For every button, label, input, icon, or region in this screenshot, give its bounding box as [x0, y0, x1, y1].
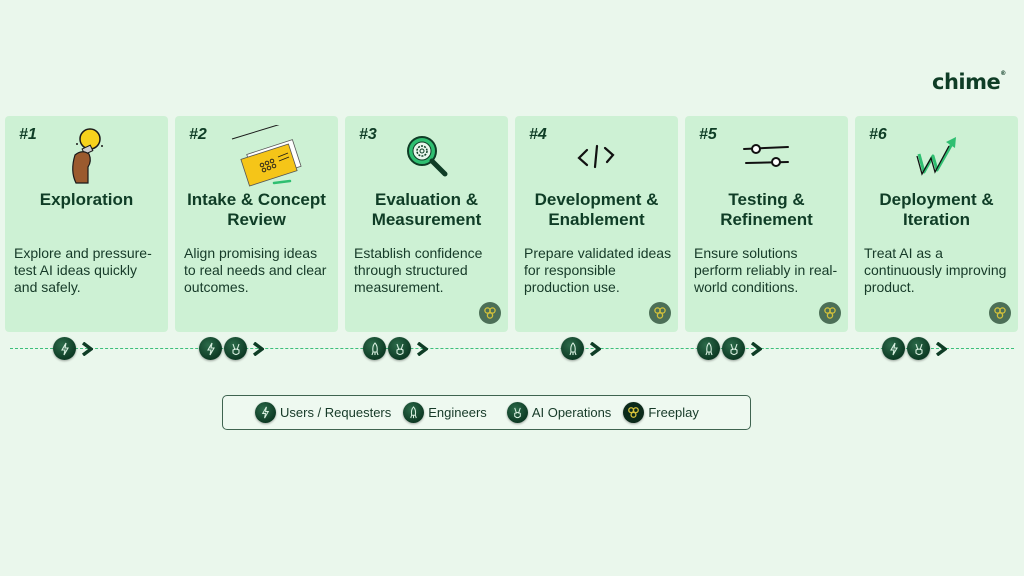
legend-label: Freeplay — [648, 405, 699, 420]
stage-description: Ensure solutions perform reliably in rea… — [694, 245, 838, 295]
legend-item-engineers: Engineers — [403, 402, 487, 423]
stage-card-intake: #2 Intake & Concept Review Align promisi… — [175, 116, 338, 332]
timeline-dashed-line — [10, 348, 1014, 349]
freeplay-rings-icon — [994, 307, 1006, 319]
freeplay-rings-icon — [654, 307, 666, 319]
timeline-node-4 — [561, 337, 601, 360]
chevron-right-icon — [81, 341, 93, 356]
legend-item-users: Users / Requesters — [255, 402, 391, 423]
stage-description: Treat AI as a continuously improving pro… — [864, 245, 1007, 295]
stage-description: Align promising ideas to real needs and … — [184, 245, 327, 295]
stage-description: Explore and pressure-test AI ideas quick… — [14, 245, 152, 295]
timeline-node-2 — [199, 337, 264, 360]
rocket-icon — [363, 337, 386, 360]
stage-cards: #1 Exploration Explore and pressure-test… — [5, 116, 1018, 332]
timeline-node-6 — [882, 337, 947, 360]
chevron-right-icon — [416, 341, 428, 356]
peace-hand-icon — [722, 337, 745, 360]
chime-logo: chime® — [932, 70, 1006, 94]
magnifier-gear-icon — [345, 124, 508, 188]
stage-title: Deployment & Iteration — [879, 190, 994, 229]
stage-title: Testing & Refinement — [720, 190, 813, 229]
freeplay-rings-icon — [623, 402, 645, 423]
freeplay-rings-icon — [484, 307, 496, 319]
timeline-node-5 — [697, 337, 762, 360]
legend-item-ai-operations: AI Operations — [506, 402, 612, 423]
legend-label: AI Operations — [531, 405, 612, 420]
chevron-right-icon — [935, 341, 947, 356]
lightning-icon — [199, 337, 222, 360]
peace-hand-icon — [224, 337, 247, 360]
legend-label: Users / Requesters — [280, 405, 392, 420]
stage-number: #2 — [189, 126, 207, 143]
roles-legend: Users / Requesters Engineers AI Operatio… — [222, 395, 751, 430]
stage-card-exploration: #1 Exploration Explore and pressure-test… — [5, 116, 168, 332]
stage-number: #6 — [869, 126, 887, 143]
peace-hand-icon — [506, 402, 528, 423]
sliders-icon — [685, 124, 848, 188]
stage-number: #3 — [359, 126, 377, 143]
peace-hand-icon — [907, 337, 930, 360]
stage-title: Evaluation & Measurement — [371, 190, 482, 229]
lightning-icon — [255, 402, 276, 423]
timeline-node-1 — [53, 337, 93, 360]
stage-title: Exploration — [39, 190, 134, 209]
chevron-right-icon — [252, 341, 264, 356]
lightning-icon — [53, 337, 76, 360]
chevron-right-icon — [589, 341, 601, 356]
lightning-icon — [882, 337, 905, 360]
chevron-right-icon — [750, 341, 762, 356]
peace-hand-icon — [388, 337, 411, 360]
stage-card-testing: #5 Testing & Refinement Ensure solutions… — [685, 116, 848, 332]
rocket-icon — [561, 337, 584, 360]
freeplay-badge — [649, 302, 671, 324]
rocket-icon — [697, 337, 720, 360]
legend-label: Engineers — [428, 405, 487, 420]
stage-number: #5 — [699, 126, 717, 143]
stage-card-evaluation: #3 Evaluation & Measurement Establish co… — [345, 116, 508, 332]
stage-title: Intake & Concept Review — [187, 190, 326, 229]
trend-arrow-icon — [855, 124, 1018, 188]
hand-holding-lightbulb-icon — [5, 124, 168, 188]
stage-card-deployment: #6 Deployment & Iteration Treat AI as a … — [855, 116, 1018, 332]
freeplay-badge — [989, 302, 1011, 324]
code-brackets-icon — [515, 124, 678, 188]
rocket-icon — [403, 402, 425, 423]
timeline-node-3 — [363, 337, 428, 360]
stage-number: #4 — [529, 126, 547, 143]
stage-card-development: #4 Development & Enablement Prepare vali… — [515, 116, 678, 332]
freeplay-rings-icon — [824, 307, 836, 319]
stage-description: Establish confidence through structured … — [354, 245, 483, 295]
freeplay-badge — [479, 302, 501, 324]
stage-number: #1 — [19, 126, 37, 143]
legend-item-freeplay: Freeplay — [623, 402, 699, 423]
documents-checklist-icon — [175, 124, 338, 188]
freeplay-badge — [819, 302, 841, 324]
stage-title: Development & Enablement — [534, 190, 659, 229]
stage-description: Prepare validated ideas for responsible … — [524, 245, 672, 295]
